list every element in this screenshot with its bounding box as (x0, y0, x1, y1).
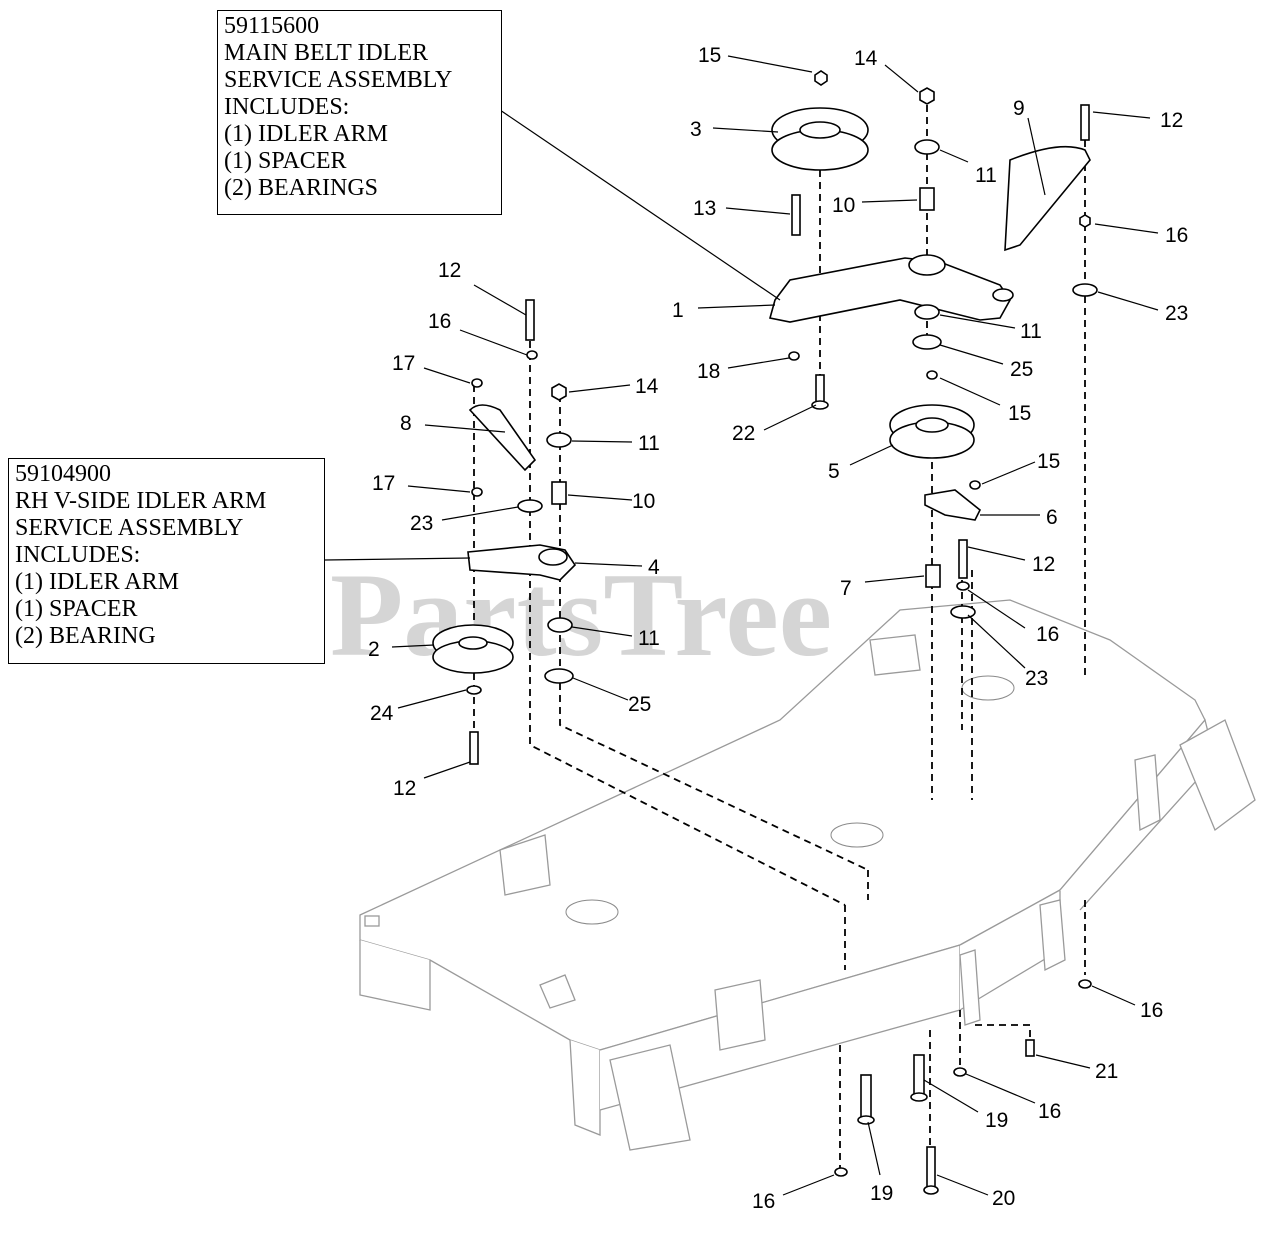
part-label: 12 (438, 259, 461, 282)
callout-line: MAIN BELT IDLER (224, 40, 428, 66)
part-label: 17 (392, 352, 415, 375)
part-label: 22 (732, 422, 755, 445)
callout-line: (2) BEARINGS (224, 175, 378, 201)
part-label: 19 (985, 1109, 1008, 1132)
part-label: 13 (693, 197, 716, 220)
callout-part-number: 59115600 (224, 13, 320, 39)
part-label: 25 (628, 693, 651, 716)
part-label: 12 (1032, 553, 1055, 576)
mower-deck (359, 599, 1256, 1151)
part-label: 11 (638, 627, 660, 650)
part-label: 14 (854, 47, 878, 70)
part-label: 3 (690, 118, 702, 141)
callout-part-number: 59104900 (15, 461, 111, 487)
part-label: 15 (1037, 450, 1060, 473)
part-label: 11 (975, 164, 997, 187)
part-label: 15 (698, 44, 721, 67)
part-label: 25 (1010, 358, 1033, 381)
part-label: 17 (372, 472, 395, 495)
part-label: 18 (697, 360, 720, 383)
part-label: 19 (870, 1182, 893, 1205)
callout-leader-2 (324, 557, 471, 561)
part-label: 16 (1038, 1100, 1061, 1123)
callout-leader-1 (499, 109, 781, 301)
part-label: 10 (632, 490, 655, 513)
part-label: 9 (1013, 97, 1025, 120)
part-label: 2 (368, 638, 380, 661)
callout-line: INCLUDES: (224, 94, 350, 120)
part-label: 8 (400, 412, 412, 435)
part-label: 12 (393, 777, 416, 800)
callout-line: SERVICE ASSEMBLY (15, 515, 244, 541)
part-label: 16 (752, 1190, 775, 1213)
callout-line: (1) SPACER (15, 596, 138, 622)
callout-line: (1) SPACER (224, 148, 347, 174)
callout-main-belt-idler: 59115600 MAIN BELT IDLER SERVICE ASSEMBL… (217, 10, 502, 215)
callout-line: (1) IDLER ARM (15, 569, 179, 595)
part-label: 16 (428, 310, 451, 333)
part-label: 6 (1046, 506, 1058, 529)
callout-line: INCLUDES: (15, 542, 141, 568)
part-label: 10 (832, 194, 855, 217)
part-label: 20 (992, 1187, 1015, 1210)
callout-line: RH V-SIDE IDLER ARM (15, 488, 267, 514)
part-number-labels: 15 14 3 11 9 12 13 10 16 12 1 23 11 16 1… (368, 44, 1188, 1213)
part-label: 11 (1020, 320, 1042, 343)
part-label: 23 (1165, 302, 1188, 325)
callout-line: (2) BEARING (15, 623, 156, 649)
callout-rh-v-side-idler: 59104900 RH V-SIDE IDLER ARM SERVICE ASS… (8, 458, 325, 664)
part-label: 4 (648, 556, 660, 579)
part-label: 11 (638, 432, 660, 455)
parts (432, 70, 1098, 1195)
label-leaders (391, 55, 1159, 1196)
callout-line: SERVICE ASSEMBLY (224, 67, 453, 93)
part-label: 16 (1165, 224, 1188, 247)
assembly-lines (473, 105, 1086, 1170)
part-label: 5 (828, 460, 840, 483)
part-label: 1 (672, 299, 684, 322)
part-label: 15 (1008, 402, 1031, 425)
part-label: 23 (1025, 667, 1048, 690)
part-label: 12 (1160, 109, 1183, 132)
part-label: 16 (1140, 999, 1163, 1022)
part-label: 21 (1095, 1060, 1118, 1083)
part-label: 14 (635, 375, 659, 398)
part-label: 24 (370, 702, 394, 725)
part-label: 23 (410, 512, 433, 535)
part-label: 16 (1036, 623, 1059, 646)
watermark: PartsTree (330, 548, 832, 681)
callout-line: (1) IDLER ARM (224, 121, 388, 147)
part-label: 7 (840, 577, 852, 600)
